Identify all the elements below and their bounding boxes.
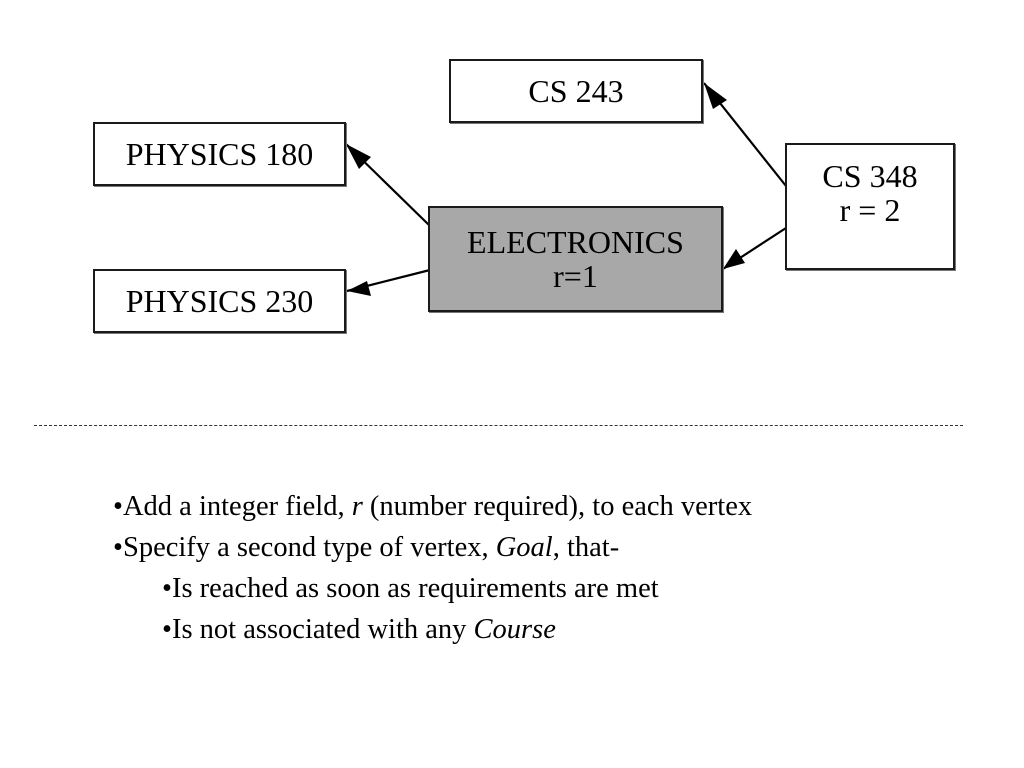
node-electronics: ELECTRONICS r=1: [428, 206, 723, 312]
arrowhead-physics180: [346, 144, 371, 169]
node-label: PHYSICS 230: [125, 283, 314, 319]
bullet-text-italic: r: [351, 491, 363, 522]
node-label: CS 243: [528, 73, 624, 109]
node-physics-180: PHYSICS 180: [93, 122, 346, 186]
dashed-separator: [34, 425, 963, 426]
arrowhead-cs243: [704, 83, 727, 109]
node-cs-348: CS 348 r = 2: [785, 143, 955, 270]
node-sublabel: r = 2: [839, 192, 901, 228]
arrowhead-electronics: [723, 249, 745, 269]
bullet-text-italic: Goal: [495, 532, 553, 563]
node-sublabel: r=1: [553, 258, 598, 294]
bullet-text: •Specify a second type of vertex,: [113, 532, 496, 563]
bullet-text: , that-: [552, 532, 620, 563]
bullet-item: •Specify a second type of vertex, Goal, …: [113, 527, 752, 568]
node-label: CS 348: [822, 158, 918, 194]
bullet-list: •Add a integer field, r (number required…: [113, 486, 752, 650]
bullet-text: •Is not associated with any: [162, 614, 474, 645]
node-label: PHYSICS 180: [125, 136, 314, 172]
sub-bullet-item: •Is not associated with any Course: [113, 609, 752, 650]
bullet-text-italic: Course: [473, 614, 556, 645]
node-cs-243: CS 243: [449, 59, 703, 123]
bullet-item: •Add a integer field, r (number required…: [113, 486, 752, 527]
node-physics-230: PHYSICS 230: [93, 269, 346, 333]
sub-bullet-item: •Is reached as soon as requirements are …: [113, 568, 752, 609]
arrowhead-physics230: [347, 281, 371, 296]
node-label: ELECTRONICS: [467, 224, 684, 260]
bullet-text: •Add a integer field,: [113, 491, 352, 522]
bullet-text: •Is reached as soon as requirements are …: [162, 573, 659, 604]
bullet-text: (number required), to each vertex: [362, 491, 753, 522]
